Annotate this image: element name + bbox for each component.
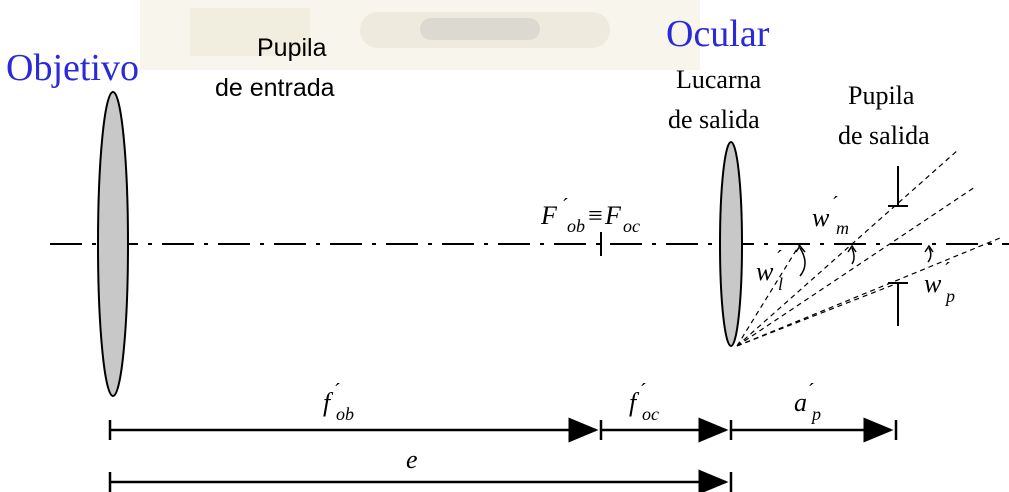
dimension-row-1 [108,417,898,443]
f-oc-sub: oc [642,404,659,424]
w-m-prime: ´ [832,193,839,215]
w-l-symbol: w [756,257,774,286]
f-ob-prime: ´ [334,380,341,402]
exit-pupil-stop [888,166,908,326]
equiv-sign: ≡ [588,201,603,230]
focal-point-label: F ´ ob ≡ F oc [540,195,640,236]
ray-fan [736,149,1001,347]
objective-lens [97,91,129,397]
angle-w-p-arc [924,244,934,263]
f-oc-symbol: f [629,388,640,417]
dimension-a-p-label: a ´ p [794,380,821,424]
angle-w-m-arc [847,244,857,265]
lucarna-label-1: Lucarna [676,65,762,94]
focal-sub-oc: oc [623,216,640,236]
dimension-f-ob-label: f ´ ob [323,380,354,424]
pupila-entrada-label-1: Pupila [257,34,327,62]
f-oc-prime: ´ [640,380,647,402]
focal-f-oc: F [604,201,622,230]
f-ob-symbol: f [323,388,334,417]
a-p-sub: p [810,404,821,424]
background-telescope-image [140,0,700,70]
focal-prime: ´ [562,195,569,217]
angle-w-p-label: w ´ p [924,259,955,306]
w-m-symbol: w [812,203,830,232]
pupila-salida-label-2: de salida [838,121,930,150]
angle-w-m-label: w ´ m [812,193,849,238]
w-p-prime: ´ [944,259,951,281]
a-p-prime: ´ [808,380,815,402]
focal-sub-ob: ob [567,216,585,236]
w-p-sub: p [944,286,955,306]
pupila-salida-label-1: Pupila [848,81,915,110]
w-l-prime: ´ [776,247,783,269]
dimension-f-oc-label: f ´ oc [629,380,659,424]
objetivo-title: Objetivo [6,47,139,89]
f-ob-sub: ob [336,404,354,424]
angle-w-l-label: w ´ l [756,247,783,294]
w-m-sub: m [836,218,849,238]
a-p-symbol: a [794,388,807,417]
angle-w-l-arc [795,244,806,277]
ocular-lens [719,141,743,347]
w-p-symbol: w [924,269,942,298]
dimension-e-label: e [406,445,418,474]
w-l-sub: l [778,274,783,294]
pupila-entrada-label-2: de entrada [215,74,335,102]
focal-f-ob: F [540,201,558,230]
lucarna-label-2: de salida [668,105,760,134]
dimension-row-2 [108,469,733,492]
ocular-title: Ocular [666,13,770,55]
